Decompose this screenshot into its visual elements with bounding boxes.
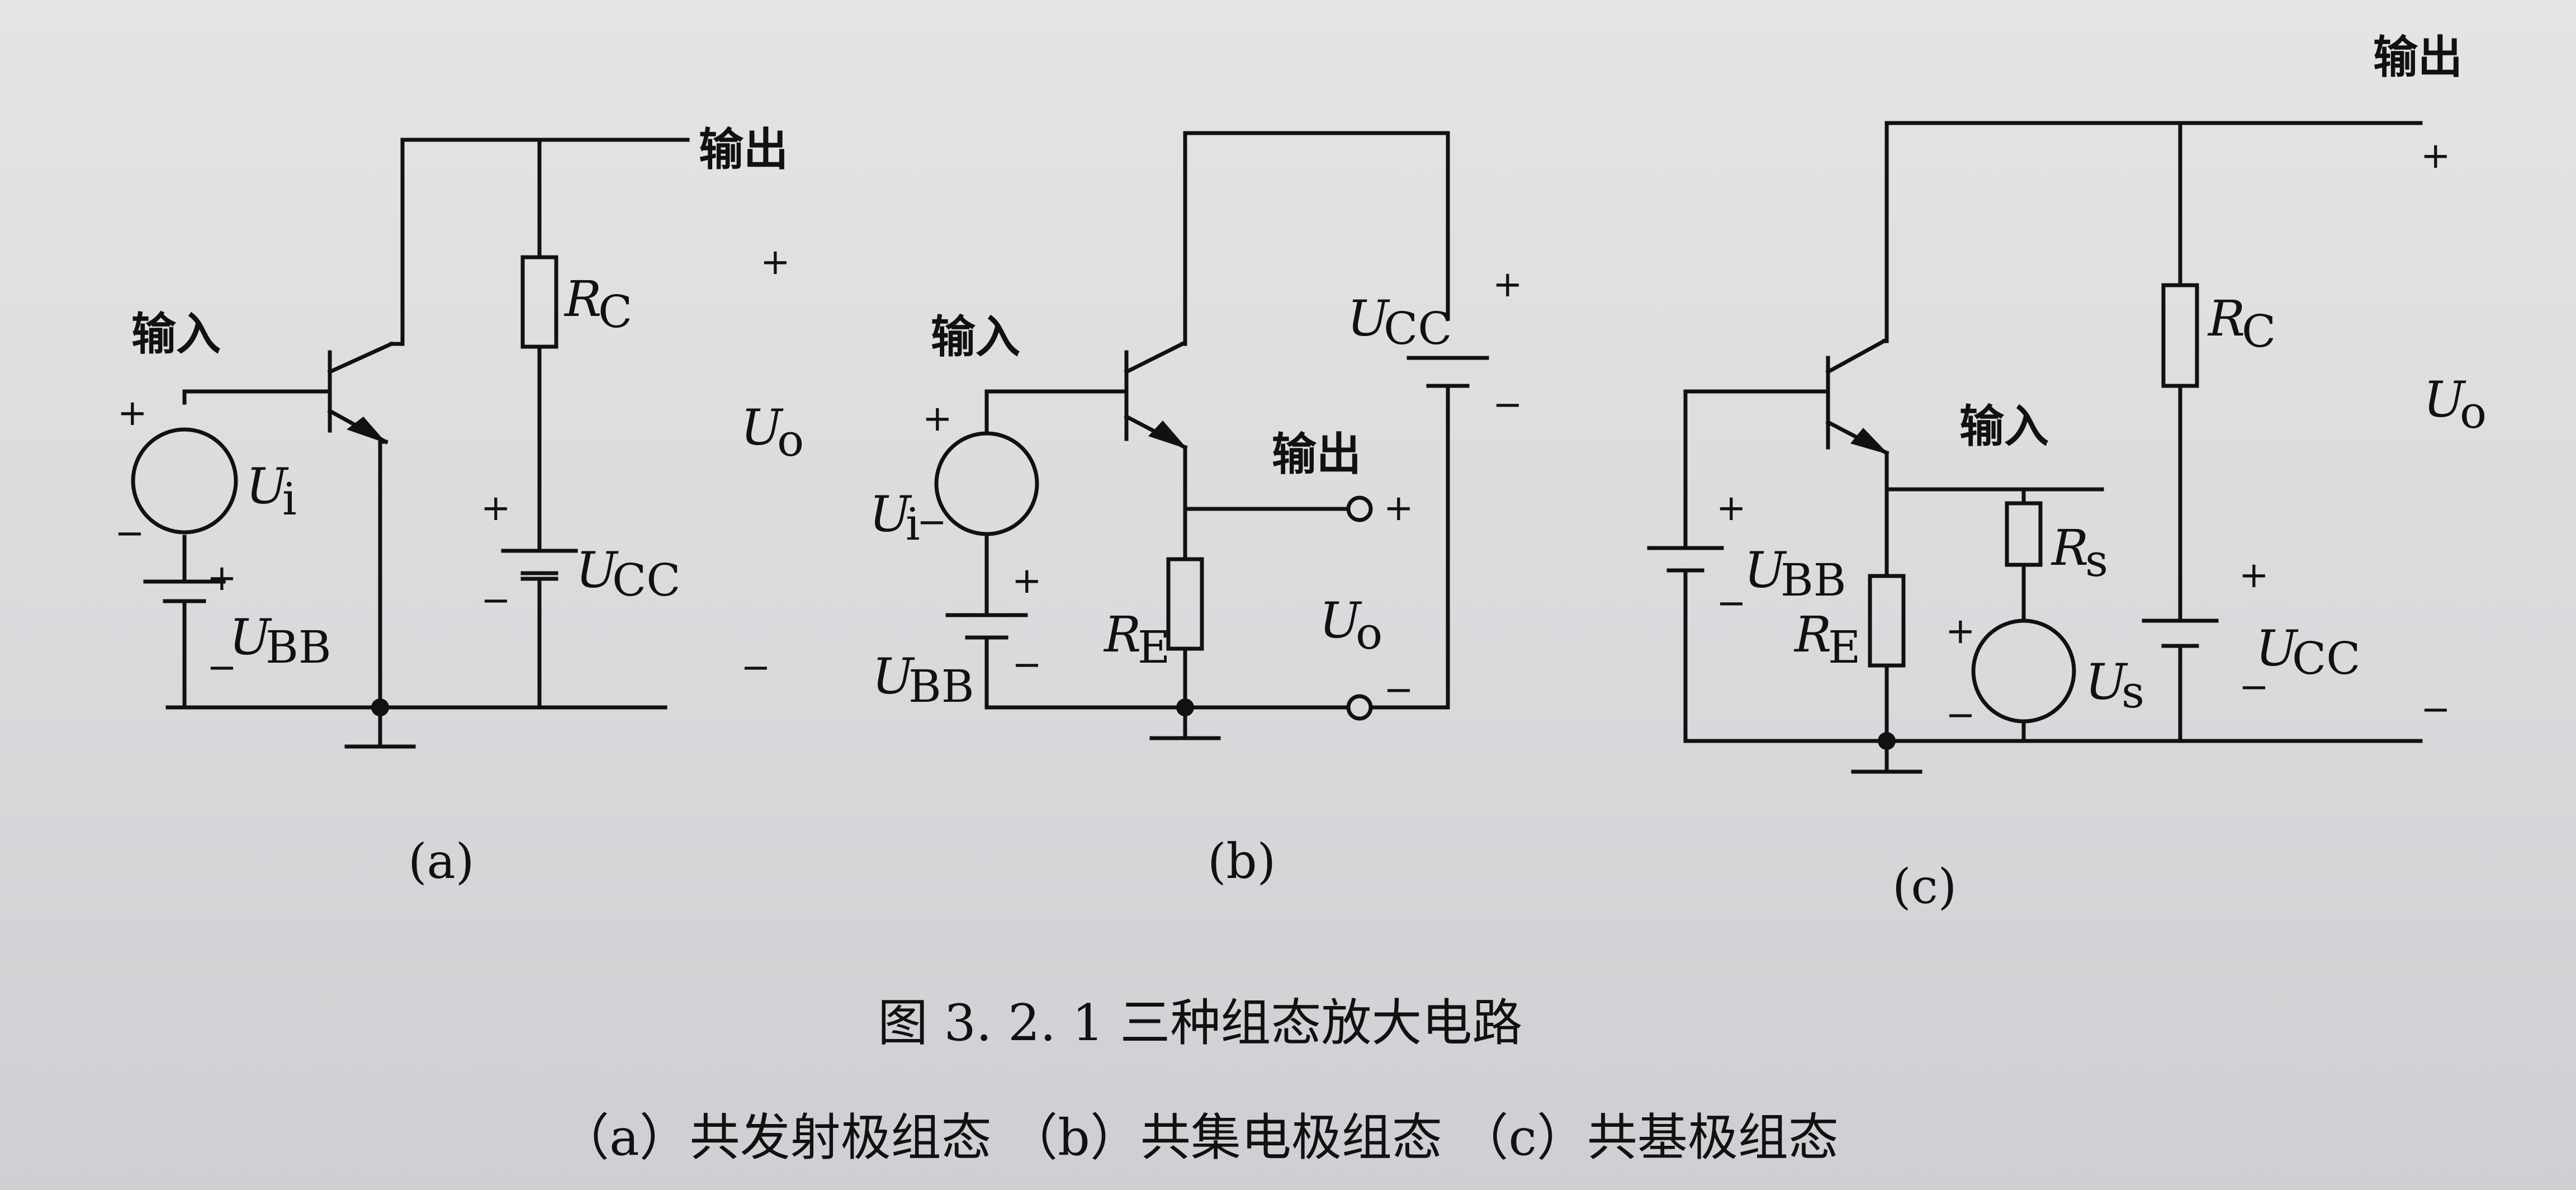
minus-us-c: − [1945, 695, 1976, 736]
minus-ubb-a: − [207, 647, 237, 688]
symbol-ucc-c: U [2256, 620, 2299, 677]
subscript-rc-c: C [2242, 305, 2276, 357]
circuit-c: 输出 输入 + U o − R C + U CC − + − U BB R E … [1647, 31, 2487, 915]
plus-uo-b: + [1384, 488, 1414, 529]
minus-ubb-b: − [1012, 644, 1042, 686]
symbol-ucc-b: U [1347, 290, 1390, 347]
subscript-rs-c: s [2085, 535, 2108, 587]
subscript-re-b: E [1138, 621, 1170, 673]
circuit-b: 输入 输出 + U i − + − U BB R E + U o − U CC … [869, 131, 1523, 890]
plus-ucc-c: + [2239, 555, 2269, 596]
plus-ucc-b: + [1493, 264, 1523, 305]
figure-caption-title: 图 3. 2. 1 三种组态放大电路 [878, 994, 1522, 1052]
symbol-re-c: R [1793, 606, 1831, 663]
output-label-c: 输出 [2373, 31, 2463, 83]
emitter-arrow-b [1148, 421, 1187, 449]
subscript-uo-b: o [1356, 607, 1382, 659]
subscript-ucc-b: CC [1384, 303, 1452, 355]
subscript-ubb-a: BB [266, 621, 332, 673]
source-us-c [1971, 618, 2076, 724]
resistor-rs-c [2005, 501, 2043, 567]
subscript-uo-a: o [777, 414, 804, 466]
subscript-uo-c: o [2460, 386, 2487, 438]
output-label-b: 输出 [1272, 428, 1361, 480]
minus-ucc-a: − [481, 580, 511, 621]
input-label-c: 输入 [1959, 400, 2049, 452]
symbol-rc-a: R [564, 270, 602, 328]
panel-label-b: (b) [1208, 834, 1276, 890]
subscript-rc-a: C [598, 286, 632, 338]
circuit-c-wires [1647, 121, 2423, 774]
junction-dot-b [1176, 698, 1194, 716]
plus-ui-b: + [922, 398, 953, 440]
output-terminal-plus-b [1346, 495, 1373, 522]
minus-ucc-b: − [1493, 384, 1523, 426]
symbol-re-b: R [1103, 606, 1141, 663]
minus-uo-c: − [2421, 689, 2451, 730]
source-ui-a [131, 427, 238, 535]
subscript-ucc-a: CC [612, 554, 680, 606]
symbol-ucc-a: U [576, 541, 619, 599]
plus-ui-a: + [117, 393, 148, 434]
subscript-ucc-c: CC [2292, 632, 2360, 684]
resistor-rc-c [2161, 283, 2199, 388]
resistor-re-b [1166, 557, 1204, 651]
subscript-us-c: s [2122, 666, 2144, 718]
input-label-a: 输入 [131, 308, 221, 360]
subscript-ubb-c: BB [1781, 554, 1846, 606]
subscript-ui-b: i [906, 498, 920, 550]
symbol-us-c: U [2085, 653, 2128, 711]
resistor-re-c [1868, 574, 1906, 668]
plus-us-c: + [1945, 611, 1976, 652]
symbol-ubb-a: U [229, 608, 272, 666]
plus-ucc-a: + [481, 488, 511, 529]
output-label-a: 输出 [699, 124, 788, 176]
plus-uo-a: + [760, 242, 790, 283]
symbol-rc-c: R [2207, 290, 2245, 347]
junction-dot-c [1878, 732, 1896, 750]
panel-label-c: (c) [1892, 859, 1957, 915]
symbol-ubb-c: U [1744, 541, 1787, 599]
symbol-ui-a: U [246, 457, 289, 515]
minus-uo-b: − [1384, 669, 1414, 711]
panel-label-a: (a) [408, 834, 474, 890]
symbol-uo-c: U [2423, 371, 2466, 428]
minus-ui-b: − [917, 502, 947, 543]
minus-ui-a: − [115, 513, 145, 554]
subscript-ubb-b: BB [908, 660, 974, 712]
plus-ubb-a: + [207, 558, 237, 599]
plus-ubb-b: + [1012, 560, 1042, 602]
plus-ubb-c: + [1716, 488, 1746, 529]
input-label-b: 输入 [931, 311, 1020, 363]
emitter-arrow-a [347, 417, 387, 443]
junction-dot-a [371, 698, 389, 716]
resistor-rc-a [520, 255, 558, 349]
symbol-uo-a: U [741, 399, 784, 456]
emitter-arrow-c [1850, 428, 1889, 455]
figure-caption-subtitle: （a）共发射极组态 （b）共集电极组态 （c）共基极组态 [559, 1108, 1839, 1167]
output-terminal-minus-b [1346, 694, 1373, 721]
minus-ubb-c: − [1716, 583, 1746, 624]
subscript-re-c: E [1828, 621, 1860, 673]
minus-uo-a: − [741, 647, 771, 688]
minus-ucc-c: − [2239, 667, 2269, 708]
plus-uo-c: + [2421, 135, 2451, 177]
circuit-a: 输入 输出 + − U i + − U BB R C + − U CC + U … [115, 124, 804, 890]
symbol-ubb-b: U [872, 648, 915, 705]
symbol-ui-b: U [869, 485, 912, 543]
symbol-uo-b: U [1319, 592, 1362, 649]
subscript-ui-a: i [282, 473, 297, 525]
source-ui-b [934, 431, 1039, 536]
symbol-rs-c: R [2051, 519, 2089, 577]
